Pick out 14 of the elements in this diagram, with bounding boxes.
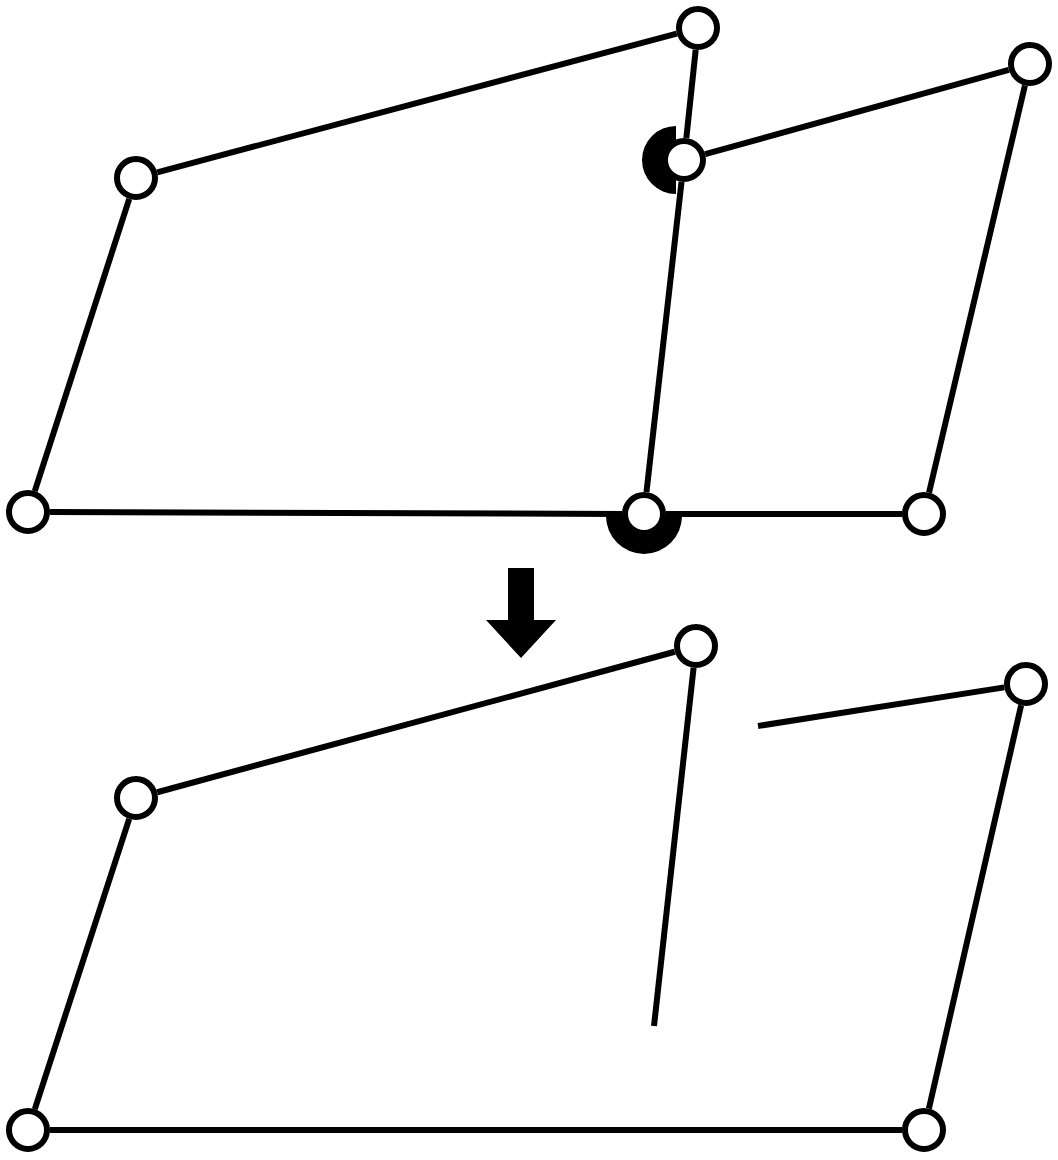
link-line (31, 198, 133, 492)
link-line (925, 704, 1025, 1110)
link-line (757, 684, 1005, 729)
link-line (156, 30, 678, 176)
link-line (651, 667, 697, 1027)
link-line (704, 67, 1010, 157)
link-line (683, 49, 699, 139)
link-line (926, 84, 1028, 494)
link-line (156, 648, 676, 796)
link-line (50, 509, 622, 517)
link-line (666, 511, 902, 517)
link-line (31, 818, 133, 1110)
link-line (50, 1127, 902, 1133)
link-line (643, 181, 685, 493)
